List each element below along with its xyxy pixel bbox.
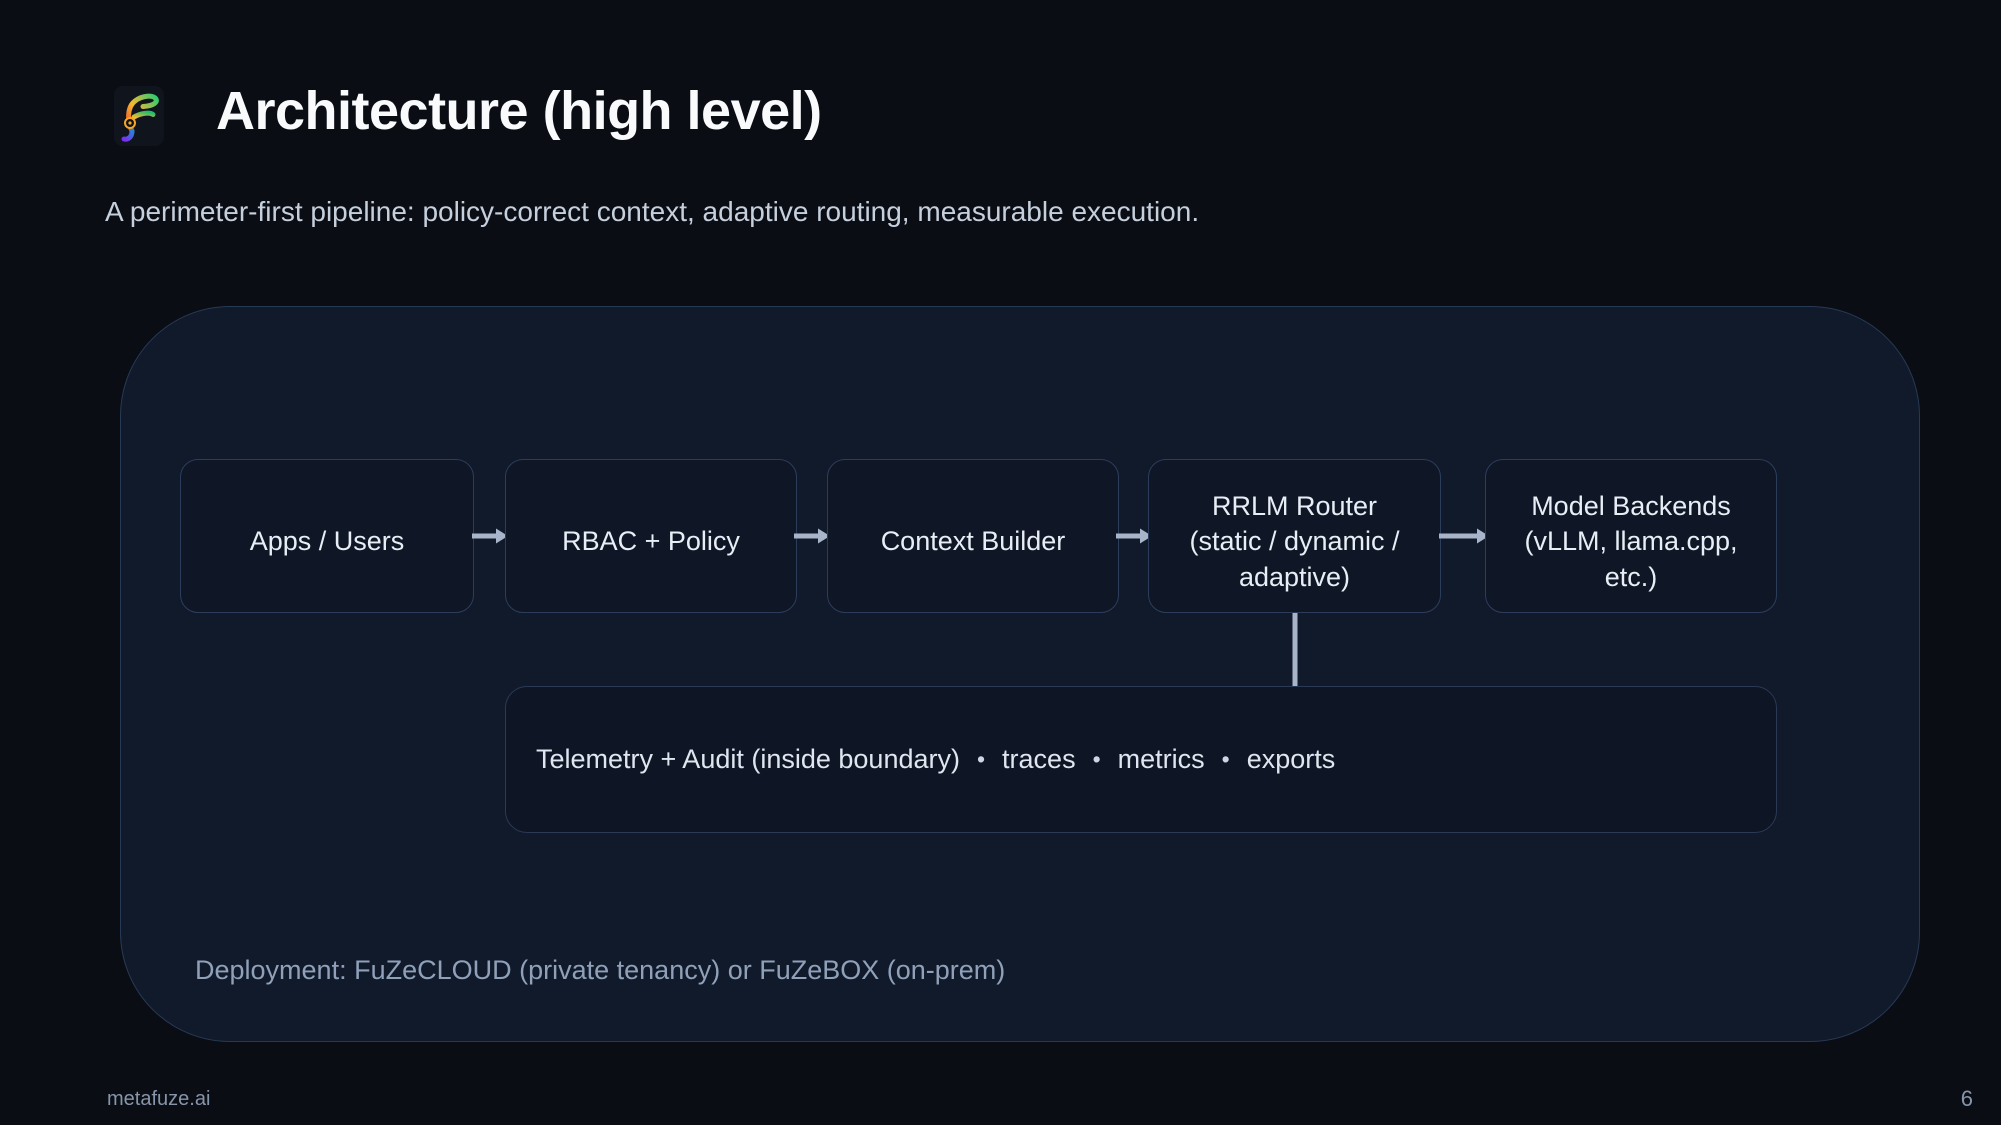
flow-arrow-right-icon: [1439, 528, 1489, 544]
footer-brand: metafuze.ai: [107, 1088, 211, 1110]
pipeline-box-label: Model Backends: [1531, 490, 1731, 521]
telemetry-label: Telemetry + Audit (inside boundary): [536, 744, 960, 774]
flow-arrow-right-icon: [472, 528, 508, 544]
bullet-separator: •: [1221, 746, 1230, 772]
telemetry-audit-bar: Telemetry + Audit (inside boundary) • tr…: [505, 686, 1777, 833]
page-subtitle: A perimeter-first pipeline: policy-corre…: [105, 196, 1200, 227]
architecture-boundary: Apps / Users RBAC + Policy Context Build…: [120, 306, 1920, 1042]
pipeline-box-sublabel: (static / dynamic / adaptive): [1189, 526, 1400, 592]
flow-arrow-right-icon: [1116, 528, 1152, 544]
bullet-separator: •: [1092, 746, 1101, 772]
metafuze-logo-icon: [114, 86, 164, 146]
page-title: Architecture (high level): [216, 81, 822, 141]
telemetry-item-exports: exports: [1246, 744, 1336, 774]
deployment-note: Deployment: FuZeCLOUD (private tenancy) …: [195, 955, 1006, 985]
pipeline-box-rrlm-router: RRLM Router (static / dynamic / adaptive): [1148, 459, 1441, 613]
pipeline-box-rbac-policy: RBAC + Policy: [505, 459, 797, 613]
pipeline-box-sublabel: (vLLM, llama.cpp, etc.): [1524, 526, 1738, 592]
pipeline-box-label: RRLM Router: [1211, 490, 1378, 521]
pipeline-box-label: RBAC + Policy: [562, 526, 740, 557]
telemetry-item-traces: traces: [1002, 744, 1076, 774]
pipeline-box-model-backends: Model Backends (vLLM, llama.cpp, etc.): [1485, 459, 1777, 613]
bullet-separator: •: [976, 746, 986, 772]
pipeline-box-apps-users: Apps / Users: [180, 459, 474, 613]
pipeline-box-label: Context Builder: [880, 526, 1066, 557]
pipeline-box-label: Apps / Users: [249, 526, 405, 557]
footer-page-number: 6: [1960, 1086, 1973, 1111]
pipeline-box-context-builder: Context Builder: [827, 459, 1119, 613]
flow-arrow-right-icon: [794, 528, 830, 544]
metafuze-logo: [114, 86, 164, 146]
telemetry-item-metrics: metrics: [1117, 744, 1205, 774]
